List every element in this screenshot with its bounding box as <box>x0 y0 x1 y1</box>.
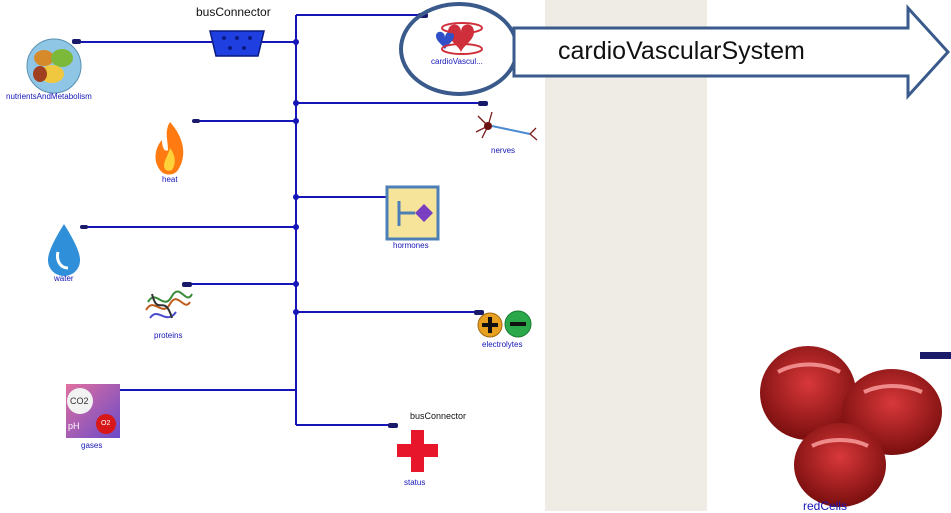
nutrients-icon[interactable] <box>26 38 82 94</box>
status-label: status <box>404 478 426 487</box>
ph-label: pH <box>68 421 80 431</box>
heat-icon[interactable] <box>155 122 184 175</box>
bus-connector-icon[interactable] <box>209 30 265 57</box>
red-cells-label: redCells <box>803 499 848 513</box>
red-cells-icon[interactable] <box>760 346 951 507</box>
co2-label: CO2 <box>70 396 89 406</box>
water-icon[interactable] <box>48 224 80 276</box>
bus-wires <box>78 14 480 426</box>
gases-icon[interactable] <box>66 384 120 438</box>
bottom-bus-connector-label: busConnector <box>410 411 467 421</box>
water-label: water <box>54 274 74 283</box>
nutrients-label: nutrientsAndMetabolism <box>6 92 92 101</box>
cardio-icon[interactable] <box>436 22 483 55</box>
status-icon[interactable] <box>397 430 438 472</box>
o2-label: O2 <box>101 420 111 427</box>
proteins-label: proteins <box>154 331 183 340</box>
hormones-label: hormones <box>393 241 429 250</box>
hormones-icon[interactable] <box>385 185 440 241</box>
nerves-label: nerves <box>491 146 516 155</box>
proteins-icon[interactable] <box>145 290 193 319</box>
cardio-callout-text: cardioVascularSystem <box>558 37 805 65</box>
cardio-highlight-ring <box>399 2 519 96</box>
middle-panel <box>545 0 707 511</box>
gases-label: gases <box>81 441 103 450</box>
top-bus-connector-label: busConnector <box>196 5 271 19</box>
electrolytes-label: electrolytes <box>482 340 523 349</box>
electrolytes-icon[interactable] <box>477 310 532 338</box>
cardio-label: cardioVascul... <box>431 57 483 66</box>
junction-dots <box>293 39 299 315</box>
nerves-icon[interactable] <box>475 111 538 141</box>
callout-arrow <box>512 4 951 100</box>
heat-label: heat <box>162 175 178 184</box>
